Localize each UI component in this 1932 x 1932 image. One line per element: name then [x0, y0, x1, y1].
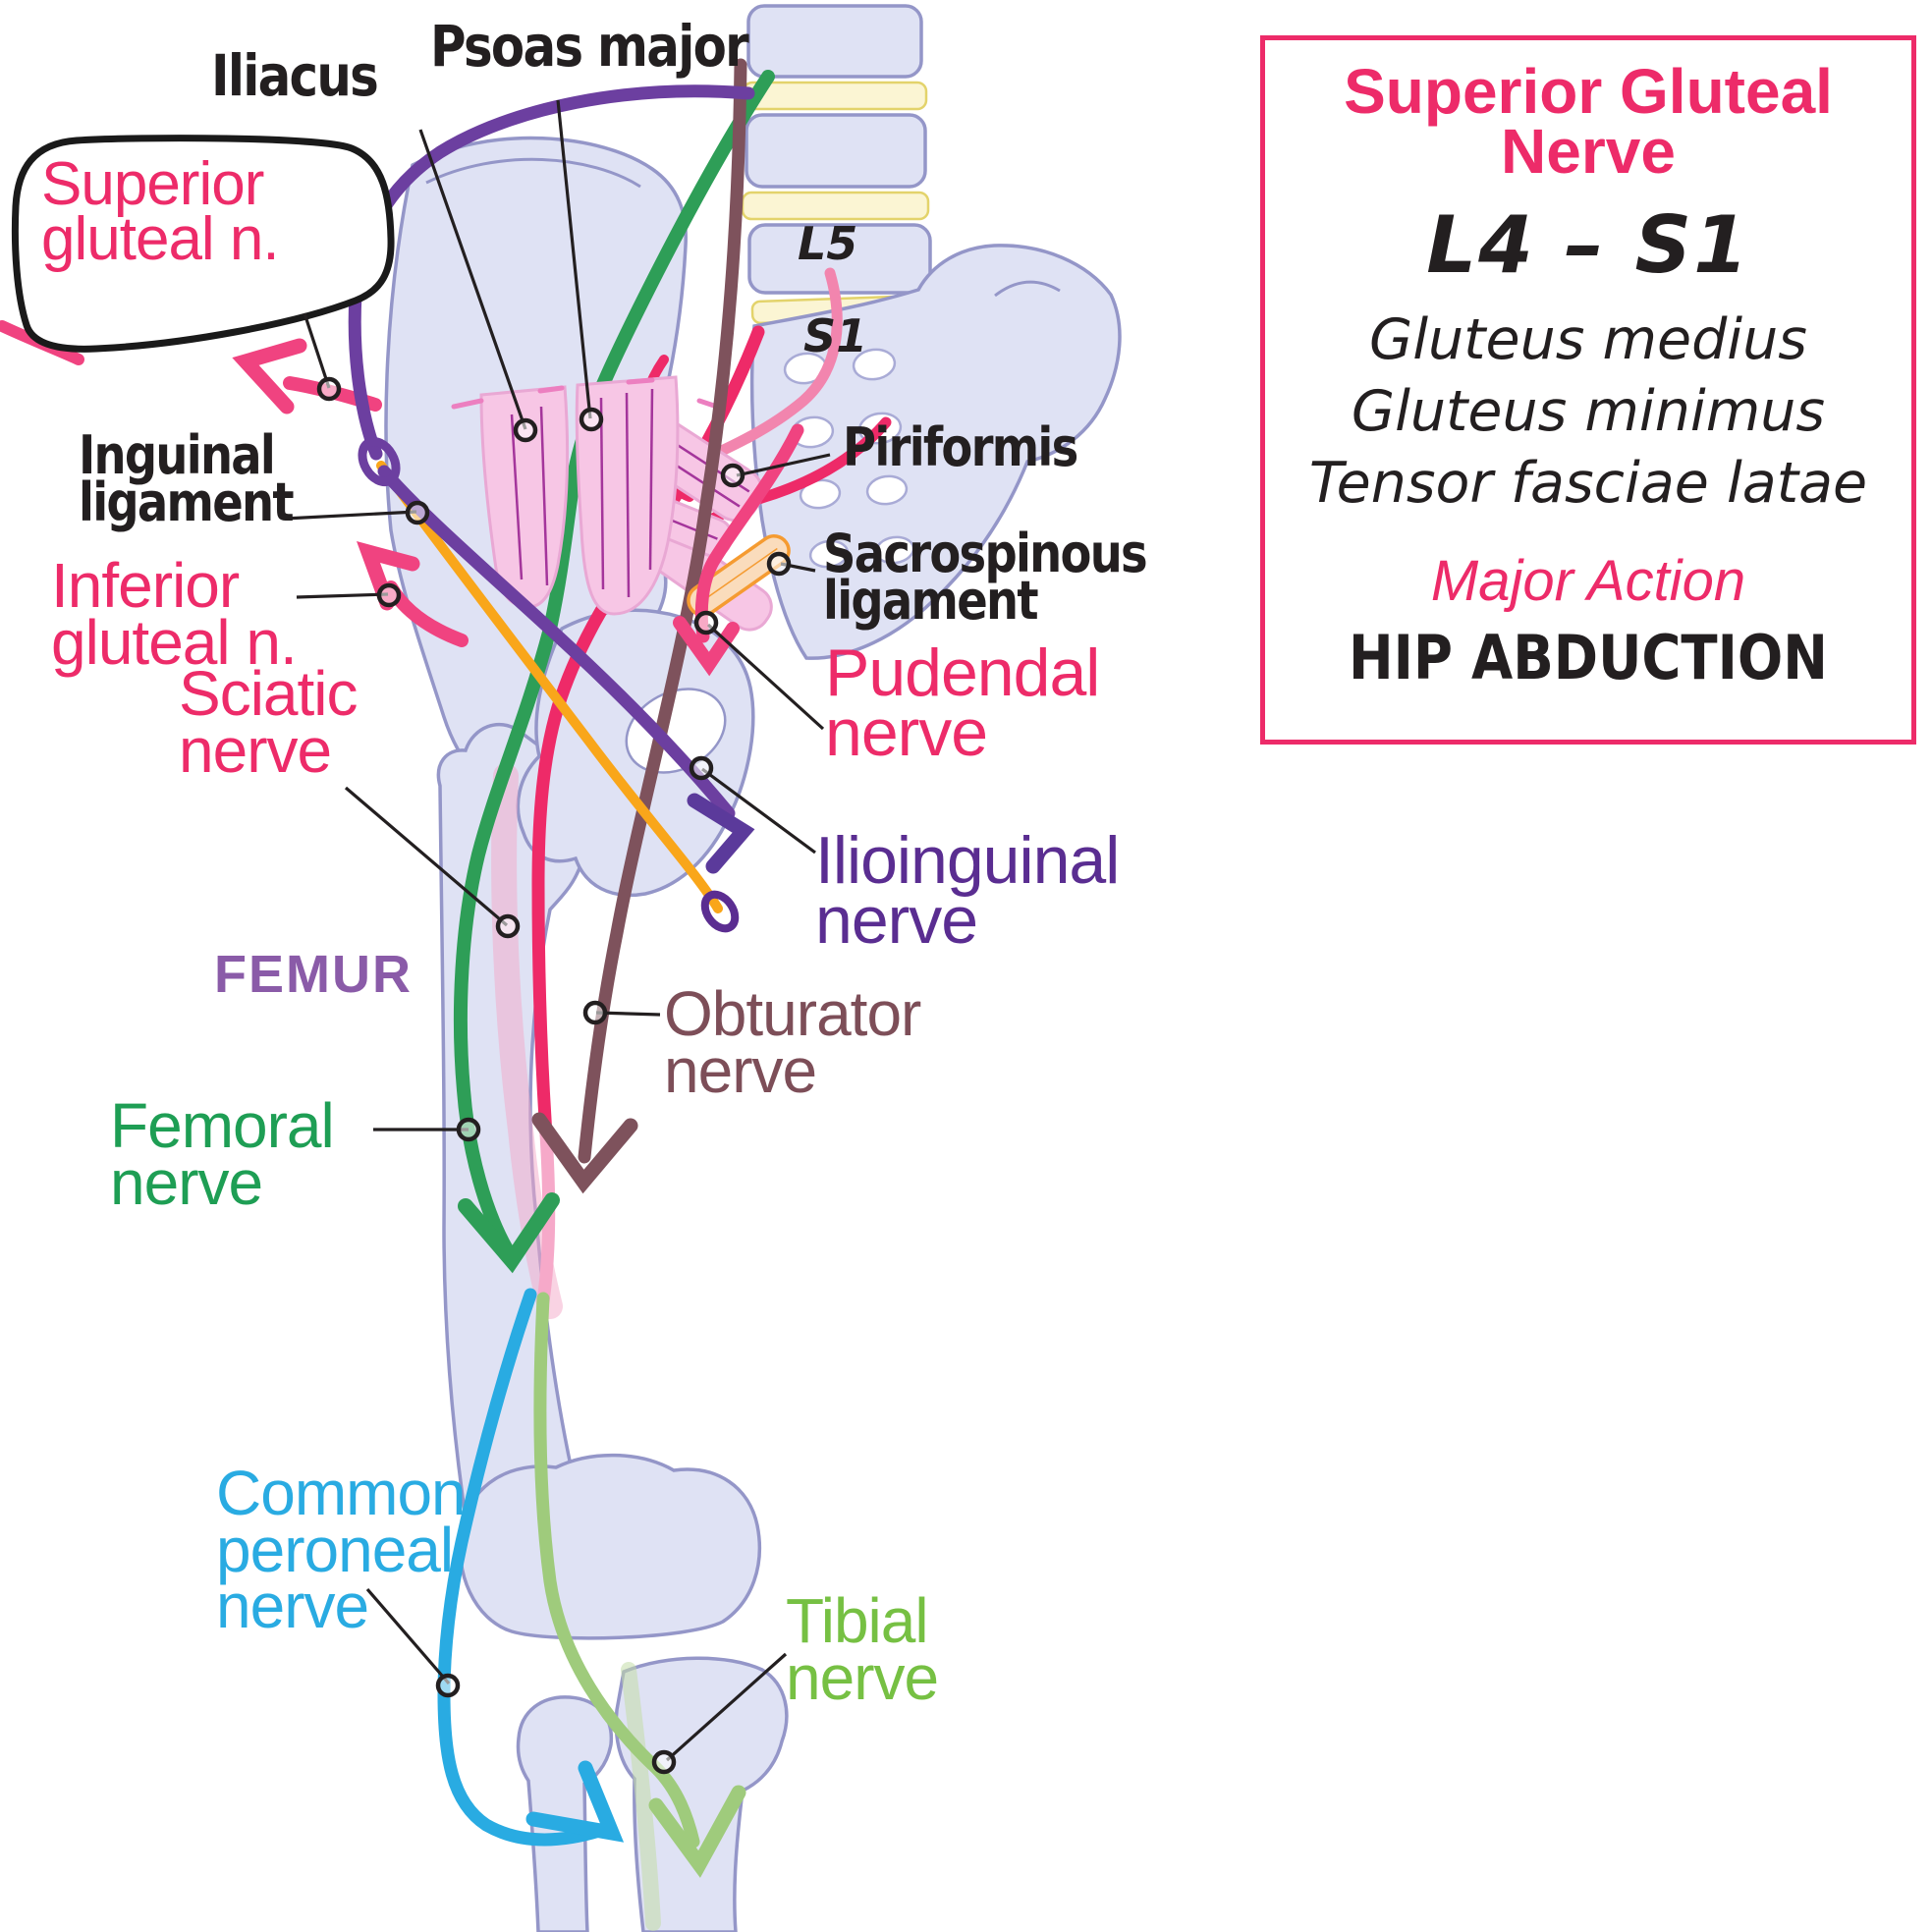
info-box-nerve-roots: L4 – S1	[1426, 198, 1750, 291]
sacral-foramina	[783, 348, 915, 569]
superior-gluteal-arrowhead-icon	[232, 338, 307, 414]
label-inguinal-ligament: Inguinal ligament	[79, 424, 295, 533]
label-obturator-nerve: Obturator nerve	[664, 978, 921, 1106]
label-iliacus: Iliacus	[211, 42, 379, 109]
tibial-nerve-through-tibia	[621, 1662, 661, 1931]
label-femoral-nerve: Femoral nerve	[110, 1090, 335, 1218]
label-femur: FEMUR	[214, 945, 413, 1004]
label-s1: S1	[803, 309, 868, 362]
iliac-crest-line	[425, 157, 641, 189]
label-common-peroneal-nerve: Common peroneal nerve	[216, 1458, 467, 1642]
info-box-title: Superior Gluteal Nerve	[1344, 56, 1833, 187]
ilioinguinal-arrowhead-icon	[687, 793, 755, 874]
disc-1	[742, 81, 928, 111]
label-inferior-gluteal-nerve: Inferior gluteal n.	[51, 550, 298, 678]
label-superior-gluteal-nerve: Superior gluteal n.	[41, 150, 280, 273]
sacrospinous-ligament-shape	[687, 534, 791, 617]
tibial-nerve-path	[533, 1292, 746, 1878]
obturator-arrowhead-icon	[531, 1112, 638, 1194]
sacral-ala-notch	[994, 280, 1061, 298]
vertebra-l3	[746, 4, 923, 79]
iliopsoas-muscles	[451, 375, 726, 616]
label-pudendal-nerve: Pudendal nerve	[825, 635, 1100, 771]
info-box-action-value: HIP ABDUCTION	[1349, 622, 1828, 694]
common-peroneal-arrowhead-icon	[525, 1760, 625, 1843]
femoral-condyles	[458, 1453, 762, 1640]
disc-2	[741, 191, 930, 221]
label-ilioinguinal-nerve: Ilioinguinal nerve	[815, 823, 1120, 959]
obturator-nerve-path	[531, 58, 747, 1194]
tibial-arrowhead-icon	[648, 1785, 746, 1878]
inguinal-ligament-path	[376, 461, 723, 913]
muscle-item: Gluteus medius	[1369, 306, 1807, 372]
label-sacrospinous-ligament: Sacrospinous ligament	[823, 523, 1148, 632]
label-piriformis: Piriformis	[843, 416, 1078, 478]
nerve-ring-icon	[700, 890, 740, 933]
info-box-muscle-list: Gluteus medius Gluteus minimus Tensor fa…	[1265, 304, 1911, 520]
muscle-item: Gluteus minimus	[1351, 378, 1826, 444]
label-psoas-major: Psoas major	[430, 13, 749, 80]
label-tibial-nerve: Tibial nerve	[786, 1585, 939, 1713]
info-box-action-heading: Major Action	[1430, 549, 1746, 614]
label-l5: L5	[798, 217, 858, 270]
nerve-ring-icon	[358, 437, 401, 486]
leader-lines	[284, 99, 831, 1762]
info-box: Superior Gluteal Nerve L4 – S1 Gluteus m…	[1260, 35, 1916, 745]
vertebral-column	[741, 4, 932, 325]
leader-rings	[316, 376, 792, 1775]
sciatic-nerve-through-thigh	[491, 763, 563, 1319]
inferior-gluteal-arrowhead-icon	[357, 541, 420, 611]
superior-gluteal-bubble	[11, 135, 395, 353]
fibula	[516, 1695, 614, 1932]
vertebra-l4	[745, 113, 927, 189]
label-sciatic-nerve: Sciatic nerve	[179, 658, 358, 786]
femoral-arrowhead-icon	[458, 1192, 560, 1274]
muscle-item: Tensor fasciae latae	[1308, 450, 1868, 516]
